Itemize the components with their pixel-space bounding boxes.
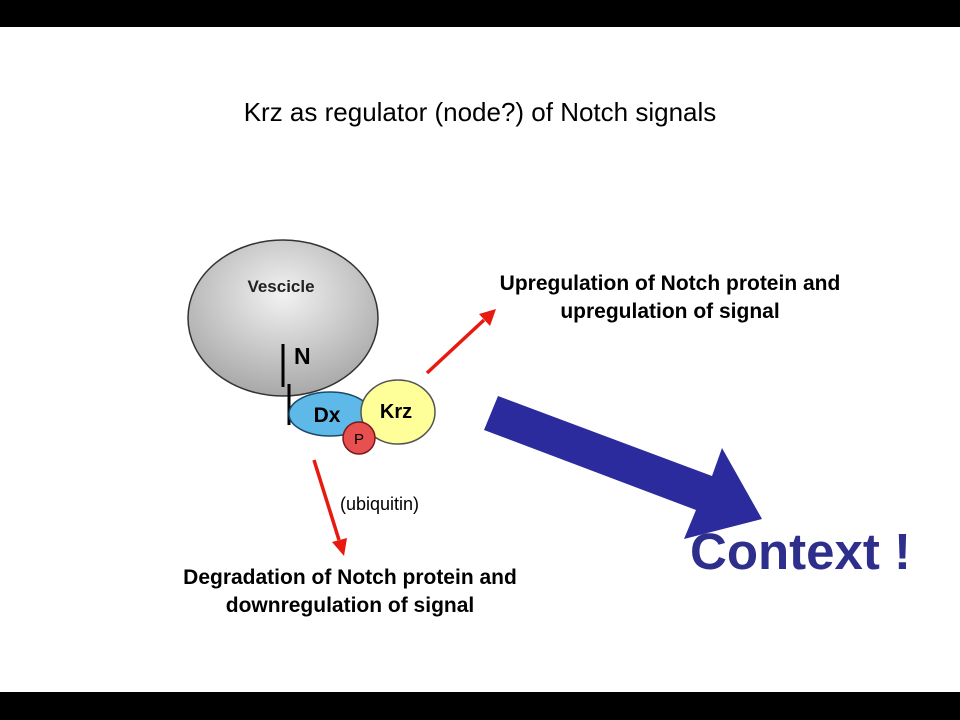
notch-label: N bbox=[294, 343, 311, 369]
slide-title: Krz as regulator (node?) of Notch signal… bbox=[243, 97, 717, 127]
upregulation-label: Upregulation of Notch protein and upregu… bbox=[499, 272, 841, 323]
phosphate-label: P bbox=[354, 431, 364, 448]
context-label: Context ! bbox=[690, 523, 911, 580]
down-arrow-head bbox=[332, 538, 347, 556]
vesicle-label: Vescicle bbox=[247, 277, 314, 296]
context-arrow bbox=[484, 396, 762, 539]
up-arrow-head bbox=[479, 309, 496, 326]
top-black-bar bbox=[0, 0, 960, 27]
down-arrow-shaft bbox=[312, 459, 341, 541]
krz-label: Krz bbox=[380, 401, 412, 423]
bottom-black-bar bbox=[0, 692, 960, 720]
phosphate-shape bbox=[342, 421, 376, 455]
vesicle-shape bbox=[187, 239, 379, 397]
dx-label: Dx bbox=[314, 404, 341, 427]
up-arrow-shaft bbox=[425, 318, 486, 375]
degradation-label: Degradation of Notch protein and downreg… bbox=[183, 566, 517, 617]
krz-shape bbox=[360, 379, 436, 445]
ubiquitin-label: (ubiquitin) bbox=[340, 494, 420, 514]
